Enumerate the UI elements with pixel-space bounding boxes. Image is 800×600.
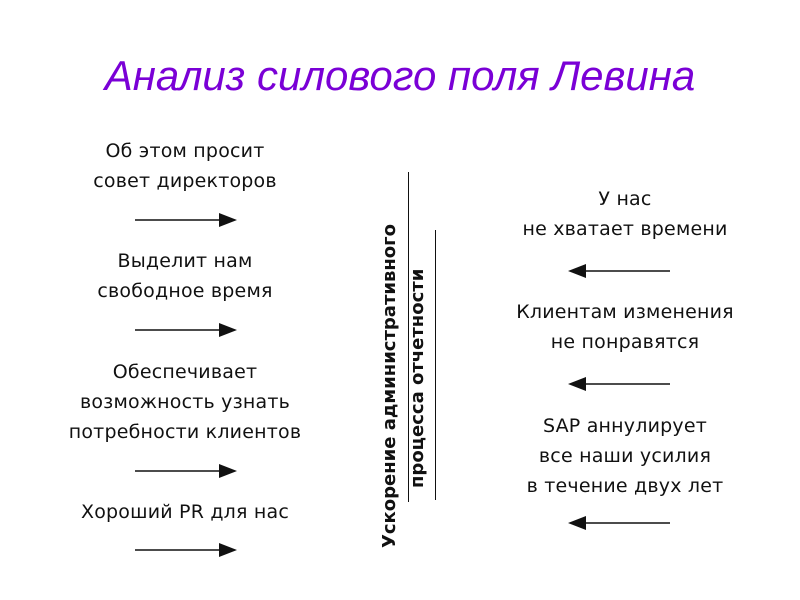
driving-force-3-line-3: потребности клиентов [68, 421, 302, 443]
restraining-force-2-line-2: не понравятся [550, 331, 700, 353]
arrow-left-icon [568, 264, 670, 278]
driving-force-1-line-1: Об этом просит [105, 140, 265, 162]
driving-force-2: Выделит нам свободное время [80, 246, 290, 306]
driving-force-3-line-1: Обеспечивает [112, 361, 258, 383]
arrow-right-icon [135, 323, 237, 337]
arrow-right-icon [135, 543, 237, 557]
restraining-force-2-line-1: Клиентам изменения [516, 301, 734, 323]
driving-force-4: Хороший PR для нас [60, 497, 310, 527]
arrow-right-icon [135, 213, 237, 227]
driving-force-4-line-1: Хороший PR для нас [80, 501, 289, 523]
diagram-title: Анализ силового поля Левина [104, 52, 696, 99]
restraining-force-1-line-2: не хватает времени [522, 218, 728, 240]
restraining-force-3-line-3: в течение двух лет [526, 475, 724, 497]
center-line-right [435, 230, 436, 500]
central-goal-line-1: Ускорение административного [379, 224, 400, 548]
driving-force-3: Обеспечивает возможность узнать потребно… [50, 357, 320, 447]
arrow-left-icon [568, 377, 670, 391]
restraining-force-1-line-1: У нас [598, 188, 652, 210]
restraining-force-2: Клиентам изменения не понравятся [490, 297, 760, 357]
restraining-force-1: У нас не хватает времени [505, 184, 745, 244]
arrow-left-icon [568, 516, 670, 530]
driving-force-2-line-1: Выделит нам [117, 250, 253, 272]
driving-force-3-line-2: возможность узнать [79, 391, 291, 413]
restraining-force-3-line-1: SAP аннулирует [543, 415, 707, 437]
driving-force-1-line-2: совет директоров [93, 170, 277, 192]
central-goal-line-2: процесса отчетности [407, 268, 428, 488]
driving-force-1: Об этом просит совет директоров [80, 136, 290, 196]
central-goal: Ускорение административного процесса отч… [375, 160, 445, 550]
center-line-left [408, 172, 409, 502]
restraining-force-3: SAP аннулирует все наши усилия в течение… [505, 411, 745, 501]
restraining-force-3-line-2: все наши усилия [538, 445, 712, 467]
arrow-right-icon [135, 464, 237, 478]
driving-force-2-line-2: свободное время [97, 280, 273, 302]
